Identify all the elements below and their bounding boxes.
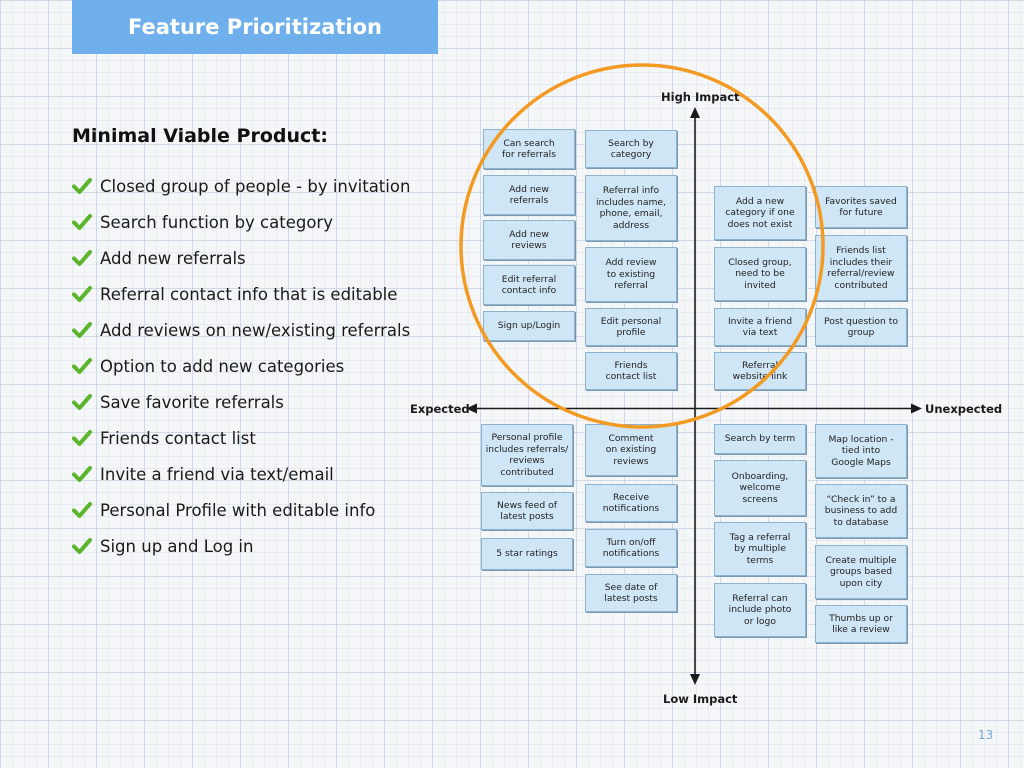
feature-card: Onboarding, welcome screens [714, 460, 806, 516]
list-item-label: Closed group of people - by invitation [100, 176, 411, 196]
checkmark-icon [72, 214, 92, 230]
feature-card: Favorites saved for future [815, 186, 907, 228]
list-item-label: Add reviews on new/existing referrals [100, 320, 411, 340]
list-item-label: Invite a friend via text/email [100, 464, 334, 484]
feature-card: Add new referrals [483, 175, 575, 215]
feature-card: Referral can include photo or logo [714, 583, 806, 637]
feature-card: Edit referral contact info [483, 265, 575, 305]
list-item-label: Sign up and Log in [100, 536, 254, 556]
list-item: Save favorite referrals [72, 384, 410, 420]
list-item: Option to add new categories [72, 348, 410, 384]
feature-card: Friends list includes their referral/rev… [815, 235, 907, 301]
checkmark-icon [72, 538, 92, 554]
list-item: Add reviews on new/existing referrals [72, 312, 410, 348]
feature-card: 5 star ratings [481, 538, 573, 570]
axis-label-unexpected: Unexpected [925, 402, 1003, 416]
slide-title: Feature Prioritization [72, 0, 438, 54]
feature-card: See date of latest posts [585, 574, 677, 612]
feature-card: News feed of latest posts [481, 492, 573, 530]
checkmark-icon [72, 394, 92, 410]
axis-label-low-impact: Low Impact [663, 692, 738, 706]
list-item: Sign up and Log in [72, 528, 410, 564]
list-item-label: Friends contact list [100, 428, 256, 448]
arrow-up-icon [690, 107, 700, 118]
feature-card: Can search for referrals [483, 129, 575, 169]
list-item: Search function by category [72, 204, 410, 240]
feature-card: Referral info includes name, phone, emai… [585, 175, 677, 241]
checkmark-icon [72, 466, 92, 482]
feature-card: Post question to group [815, 308, 907, 346]
feature-card: Add review to existing referral [585, 247, 677, 302]
checkmark-icon [72, 286, 92, 302]
mvp-list: Closed group of people - by invitation S… [72, 168, 410, 564]
list-item: Friends contact list [72, 420, 410, 456]
checkmark-icon [72, 358, 92, 374]
list-item-label: Personal Profile with editable info [100, 500, 376, 520]
feature-card: Personal profile includes referrals/ rev… [481, 424, 573, 486]
list-item: Referral contact info that is editable [72, 276, 410, 312]
checkmark-icon [72, 322, 92, 338]
arrow-right-icon [911, 403, 922, 414]
feature-card: Invite a friend via text [714, 308, 806, 346]
list-item: Personal Profile with editable info [72, 492, 410, 528]
list-item-label: Option to add new categories [100, 356, 345, 376]
feature-card: Map location - tied into Google Maps [815, 424, 907, 478]
feature-card: Search by category [585, 130, 677, 168]
feature-card: Friends contact list [585, 352, 677, 390]
feature-card: Add new reviews [483, 220, 575, 260]
feature-card: Edit personal profile [585, 308, 677, 346]
axis-label-expected: Expected [410, 402, 470, 416]
feature-card: “Check in” to a business to add to datab… [815, 484, 907, 538]
list-item-label: Referral contact info that is editable [100, 284, 398, 304]
checkmark-icon [72, 502, 92, 518]
feature-card: Comment on existing reviews [585, 424, 677, 476]
feature-card: Sign up/Login [483, 311, 575, 341]
feature-card: Turn on/off notifications [585, 529, 677, 567]
mvp-heading: Minimal Viable Product: [72, 125, 328, 147]
feature-card: Receive notifications [585, 484, 677, 522]
list-item-label: Add new referrals [100, 248, 246, 268]
feature-card: Create multiple groups based upon city [815, 545, 907, 599]
checkmark-icon [72, 250, 92, 266]
feature-card: Referral website link [714, 352, 806, 390]
feature-card: Add a new category if one does not exist [714, 186, 806, 240]
feature-card: Closed group, need to be invited [714, 247, 806, 301]
feature-card: Thumbs up or like a review [815, 605, 907, 643]
arrow-down-icon [690, 674, 700, 685]
list-item-label: Search function by category [100, 212, 333, 232]
list-item: Add new referrals [72, 240, 410, 276]
list-item-label: Save favorite referrals [100, 392, 284, 412]
list-item: Invite a friend via text/email [72, 456, 410, 492]
checkmark-icon [72, 178, 92, 194]
axis-label-high-impact: High Impact [661, 90, 740, 104]
checkmark-icon [72, 430, 92, 446]
feature-card: Search by term [714, 424, 806, 454]
list-item: Closed group of people - by invitation [72, 168, 410, 204]
page-number: 13 [978, 728, 994, 742]
feature-card: Tag a referral by multiple terms [714, 522, 806, 576]
